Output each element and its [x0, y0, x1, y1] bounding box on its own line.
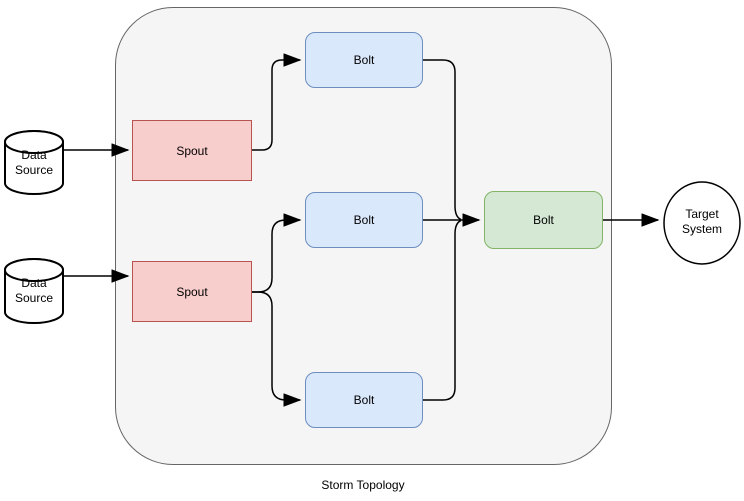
data-source-2-label: Data Source [14, 276, 54, 305]
edge-spout1-bolt-top [252, 53, 302, 151]
bolt-bottom-label: Bolt [353, 393, 375, 407]
edge-bolt-bottom-merge [423, 219, 462, 401]
bolt-final-node: Bolt [484, 191, 603, 249]
bolt-top-label: Bolt [353, 53, 375, 67]
bolt-top-node: Bolt [305, 32, 423, 88]
data-source-2-cylinder [3, 258, 65, 324]
spout-2-label: Spout [176, 284, 208, 299]
data-source-1-label: Data Source [14, 148, 54, 177]
bolt-middle-label: Bolt [353, 213, 375, 227]
target-system-circle [663, 181, 741, 265]
target-system-label: Target System [681, 207, 722, 236]
edge-spout2-bolt-bottom [252, 291, 302, 407]
spout-1-node: Spout [132, 120, 252, 181]
data-source-1-cylinder [3, 130, 65, 195]
diagram-caption: Storm Topology [321, 478, 405, 492]
bolt-bottom-node: Bolt [305, 372, 423, 428]
edge-bolt-top-merge [423, 59, 462, 221]
spout-2-node: Spout [132, 261, 252, 322]
edge-spout2-bolt-middle [252, 213, 302, 293]
bolt-final-label: Bolt [533, 213, 554, 227]
bolt-middle-node: Bolt [305, 192, 423, 248]
spout-1-label: Spout [176, 143, 208, 158]
